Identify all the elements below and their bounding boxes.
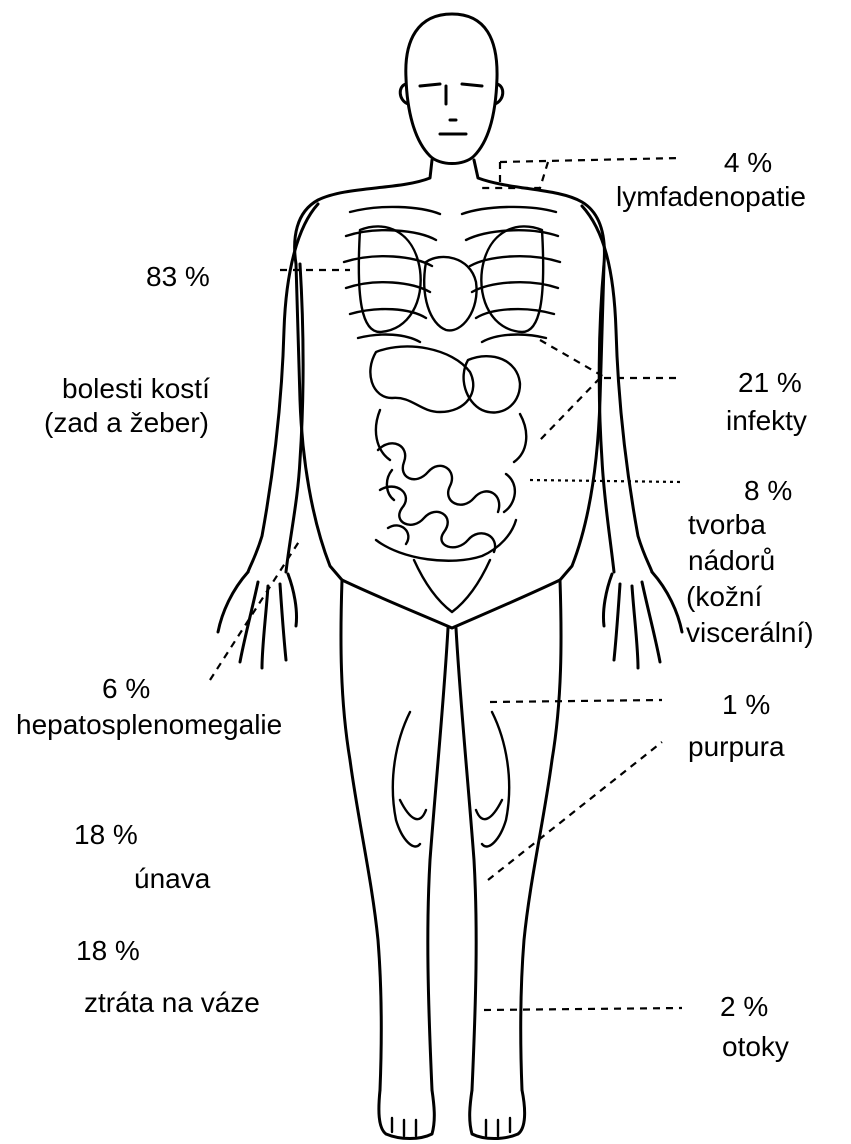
head [400,14,503,164]
leader-edema [484,1008,682,1010]
leader-infections-branch [540,340,606,378]
feet [379,1090,525,1139]
weight-loss-percent: 18 % [76,934,140,968]
fatigue-label: únava [134,862,210,896]
tumors-label-line1: tvorba [688,508,766,542]
leader-purpura [490,700,662,702]
purpura-percent: 1 % [722,688,770,722]
legs [341,580,561,1090]
edema-percent: 2 % [720,990,768,1024]
torso [295,160,605,628]
lymfadenopatie-percent: 4 % [708,146,788,180]
bone-pain-label-line1: bolesti kostí [62,372,210,406]
bone-pain-percent: 83 % [146,260,210,294]
purpura-label: purpura [688,730,785,764]
leader-purpura-branch [488,742,662,880]
leader-lymfadenopatie [500,158,680,162]
tumors-percent: 8 % [744,474,792,508]
bone-pain-label-line2: (zad a žeber) [44,406,209,440]
fatigue-percent: 18 % [74,818,138,852]
leader-tumors-branch [540,378,600,440]
infections-label: infekty [726,404,807,438]
hepatosplenomegaly-label: hepatosplenomegalie [16,708,282,742]
infections-percent: 21 % [738,366,802,400]
hands [218,572,682,668]
tumors-label-line4: viscerální) [686,616,814,650]
weight-loss-label: ztráta na váze [84,986,260,1020]
tumors-label-line2: nádorů [688,544,775,578]
leader-lymfadenopatie-node [480,162,548,188]
lymfadenopatie-label: lymfadenopatie [616,180,806,214]
tumors-label-line3: (kožní [686,580,762,614]
edema-label: otoky [722,1030,789,1064]
hepatosplenomegaly-percent: 6 % [102,672,150,706]
